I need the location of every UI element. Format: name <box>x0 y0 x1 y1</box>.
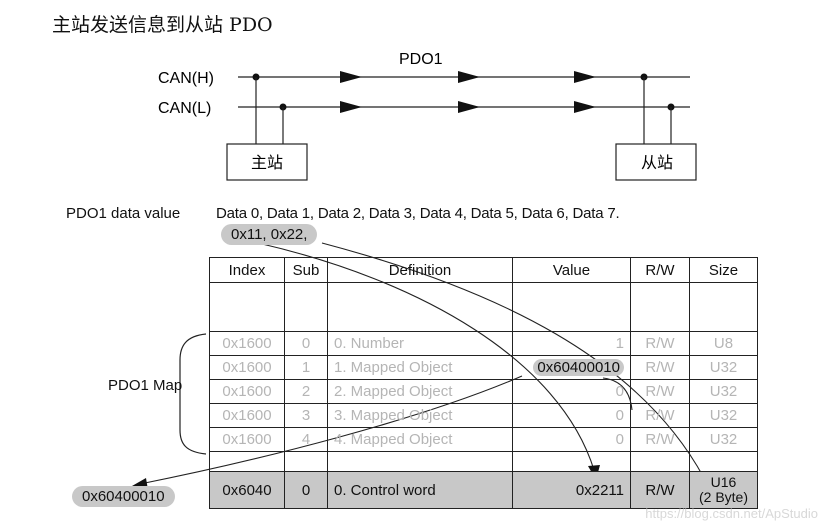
data-value-label: PDO1 data value <box>66 205 181 222</box>
can-h-label: CAN(H) <box>158 70 214 87</box>
header-rw: R/W <box>630 257 690 283</box>
slave-label: 从站 <box>641 153 673 172</box>
pdo-mapping-table: Index Sub Definition Value R/W Size 0x16… <box>209 257 758 509</box>
control-word-row: 0x6040 0 0. Control word 0x2211 R/W U16 … <box>209 471 758 509</box>
arrow-icon <box>574 101 596 113</box>
pdo1-label: PDO1 <box>399 51 443 68</box>
arrow-icon <box>458 101 480 113</box>
table-row: 0x1600 0 0. Number 1 R/W U8 <box>209 331 758 356</box>
mapped-object-value: 0x60400010 <box>512 355 631 380</box>
header-index: Index <box>209 257 285 283</box>
table-blank-row <box>209 451 758 472</box>
data-value-text: Data 0, Data 1, Data 2, Data 3, Data 4, … <box>216 205 620 222</box>
mapped-object-callout: 0x60400010 <box>72 486 175 507</box>
table-blank-row <box>209 282 758 332</box>
arrow-icon <box>458 71 480 83</box>
header-value: Value <box>512 257 631 283</box>
master-label: 主站 <box>251 153 283 172</box>
header-size: Size <box>689 257 758 283</box>
table-row: 0x1600 2 2. Mapped Object 0 R/W U32 <box>209 379 758 404</box>
header-sub: Sub <box>284 257 328 283</box>
page-title: 主站发送信息到从站 PDO <box>52 14 273 36</box>
arrow-icon <box>340 101 362 113</box>
table-row: 0x1600 1 1. Mapped Object 0x60400010 R/W… <box>209 355 758 380</box>
slave-station-box <box>615 143 697 181</box>
header-definition: Definition <box>327 257 513 283</box>
watermark: https://blog.csdn.net/ApStudio <box>645 506 818 521</box>
master-station-box <box>226 143 308 181</box>
arrow-icon <box>340 71 362 83</box>
data-value-highlight: 0x11, 0x22, <box>221 224 318 245</box>
table-header-row: Index Sub Definition Value R/W Size <box>209 257 758 283</box>
arrow-icon <box>574 71 596 83</box>
table-row: 0x1600 4 4. Mapped Object 0 R/W U32 <box>209 427 758 452</box>
table-row: 0x1600 3 3. Mapped Object 0 R/W U32 <box>209 403 758 428</box>
can-l-label: CAN(L) <box>158 100 211 117</box>
pdo1-map-label: PDO1 Map <box>108 377 183 394</box>
map-brace <box>179 333 207 455</box>
